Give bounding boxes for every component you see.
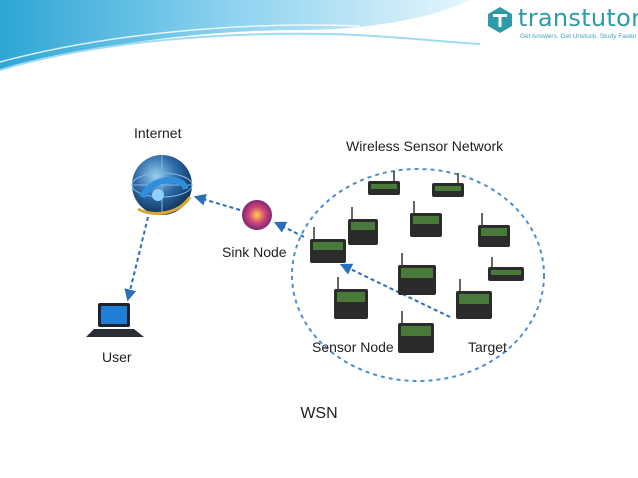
sensor-node-icon <box>348 207 378 245</box>
brand-name: transtutors <box>518 4 638 32</box>
sensor-node-icon <box>478 213 510 247</box>
sensor-nodes <box>310 171 524 353</box>
sensor-node-label: Sensor Node <box>312 339 394 355</box>
user-label: User <box>102 349 132 365</box>
diagram-graphics <box>86 155 545 382</box>
sensor-node-icon <box>398 253 436 295</box>
sensor-node-icon <box>310 227 346 263</box>
sensor-node-icon <box>432 173 464 197</box>
sink-node-icon <box>242 200 272 230</box>
wsn-diagram: Internet Wireless Sensor Network Sink No… <box>82 97 558 405</box>
laptop-icon <box>86 303 144 337</box>
sensor-node-icon <box>488 257 524 281</box>
logo-icon <box>488 7 512 33</box>
globe-icon <box>131 155 193 215</box>
wsn-label: Wireless Sensor Network <box>346 138 504 154</box>
sensor-node-icon <box>368 171 400 195</box>
internet-label: Internet <box>134 125 182 141</box>
sensor-node-icon <box>456 279 492 319</box>
arrow-wsn-to-sink <box>273 221 305 238</box>
sensor-node-icon <box>398 311 434 353</box>
target-label: Target <box>468 339 507 355</box>
wsn-boundary <box>291 168 545 382</box>
sensor-node-icon <box>334 277 368 319</box>
arrow-internet-to-user <box>124 216 149 302</box>
arrow-sink-to-internet <box>193 193 241 211</box>
sink-node-label: Sink Node <box>222 244 287 260</box>
slide-caption: WSN <box>300 405 338 422</box>
sensor-node-icon <box>410 201 442 237</box>
arrow-target-to-sensor <box>339 263 451 318</box>
header-wave-decoration <box>0 0 481 71</box>
brand-tagline: Get Answers. Get Unstuck. Study Faster <box>520 33 637 40</box>
brand-logo: transtutors Get Answers. Get Unstuck. St… <box>486 4 638 44</box>
